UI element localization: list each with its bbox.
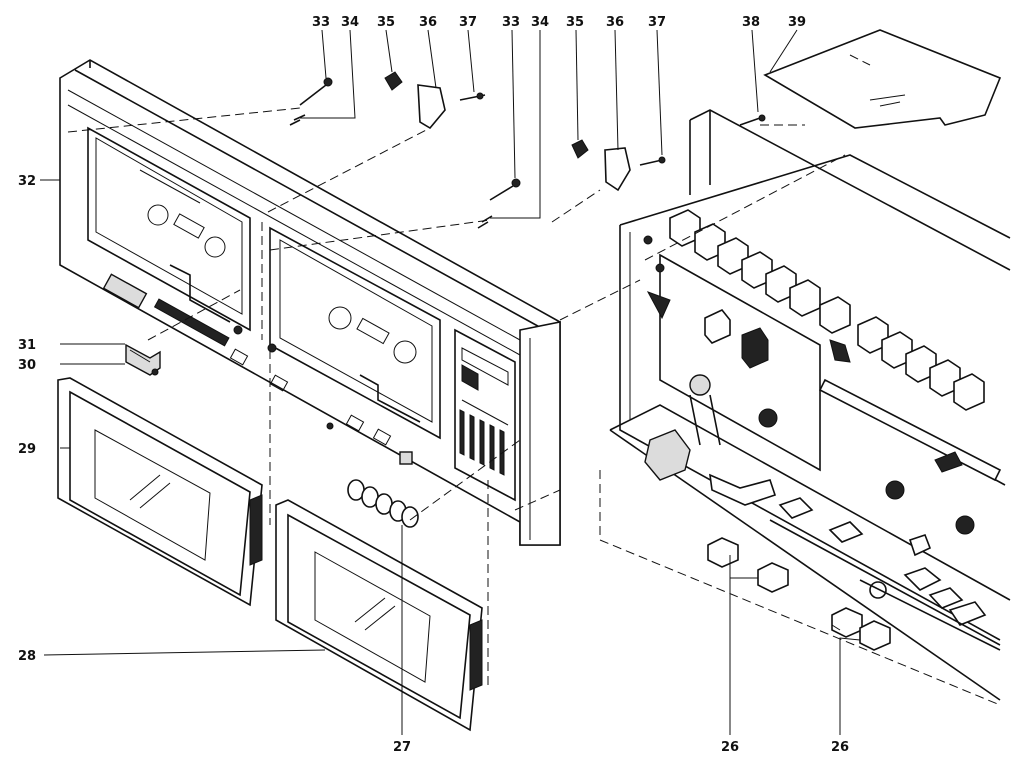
screws-top-left (289, 71, 486, 130)
screws-top-center (477, 139, 666, 229)
callout-labels: 33 34 35 36 37 33 34 35 36 37 38 39 32 3… (18, 15, 849, 755)
lower-switches (709, 473, 1001, 651)
callout-29: 29 (18, 442, 36, 457)
callout-26-right: 26 (831, 740, 849, 755)
callout-34-right: 34 (531, 15, 549, 30)
callout-27: 27 (393, 740, 411, 755)
right-cassette-bay (261, 222, 441, 440)
switch-part-30-31 (125, 343, 161, 376)
cassette-door-29 (57, 377, 263, 607)
callout-26-left: 26 (721, 740, 739, 755)
callout-34-left: 34 (341, 15, 359, 30)
callout-33-right: 33 (502, 15, 520, 30)
knob-set-27 (347, 479, 419, 528)
leader-lines (40, 29, 861, 735)
callout-38: 38 (742, 15, 760, 30)
callout-30: 30 (18, 358, 36, 373)
callout-35-left: 35 (377, 15, 395, 30)
display-window (454, 328, 516, 502)
callout-31: 31 (18, 338, 36, 353)
callout-39: 39 (788, 15, 806, 30)
callout-37-left: 37 (459, 15, 477, 30)
left-cassette-bay (87, 126, 251, 332)
mechanism-left (643, 235, 821, 481)
mechanism-right (818, 339, 1006, 557)
front-panel (59, 59, 561, 546)
cassette-door-28 (275, 499, 483, 732)
button-row-top (669, 209, 985, 411)
callout-28: 28 (18, 649, 36, 664)
callout-36-right: 36 (606, 15, 624, 30)
callout-35-right: 35 (566, 15, 584, 30)
callout-37-right: 37 (648, 15, 666, 30)
chassis-frame (609, 109, 1011, 701)
cover-plate-39 (739, 29, 1002, 129)
callout-32: 32 (18, 174, 36, 189)
callout-33-left: 33 (312, 15, 330, 30)
assembly-lines (67, 107, 1001, 706)
callout-36-left: 36 (419, 15, 437, 30)
knob-caps-26 (707, 537, 891, 651)
